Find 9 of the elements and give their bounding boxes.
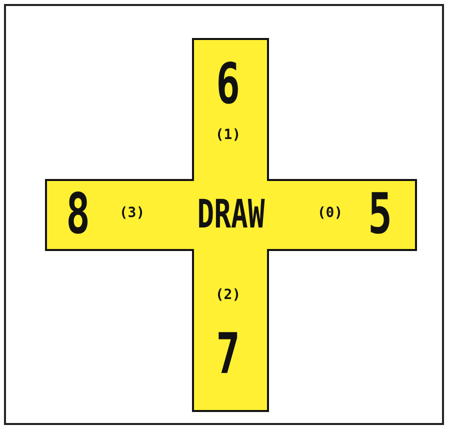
command-label: DRAW xyxy=(197,195,265,235)
digit-label: 5 xyxy=(368,187,392,243)
direction-code: (2) xyxy=(215,288,241,302)
digit-label: 7 xyxy=(216,327,240,383)
digit-label: 8 xyxy=(66,187,90,243)
digit-label: 6 xyxy=(216,57,240,113)
direction-code: (1) xyxy=(215,128,241,142)
direction-code: (0) xyxy=(317,206,343,220)
direction-code: (3) xyxy=(119,206,145,220)
